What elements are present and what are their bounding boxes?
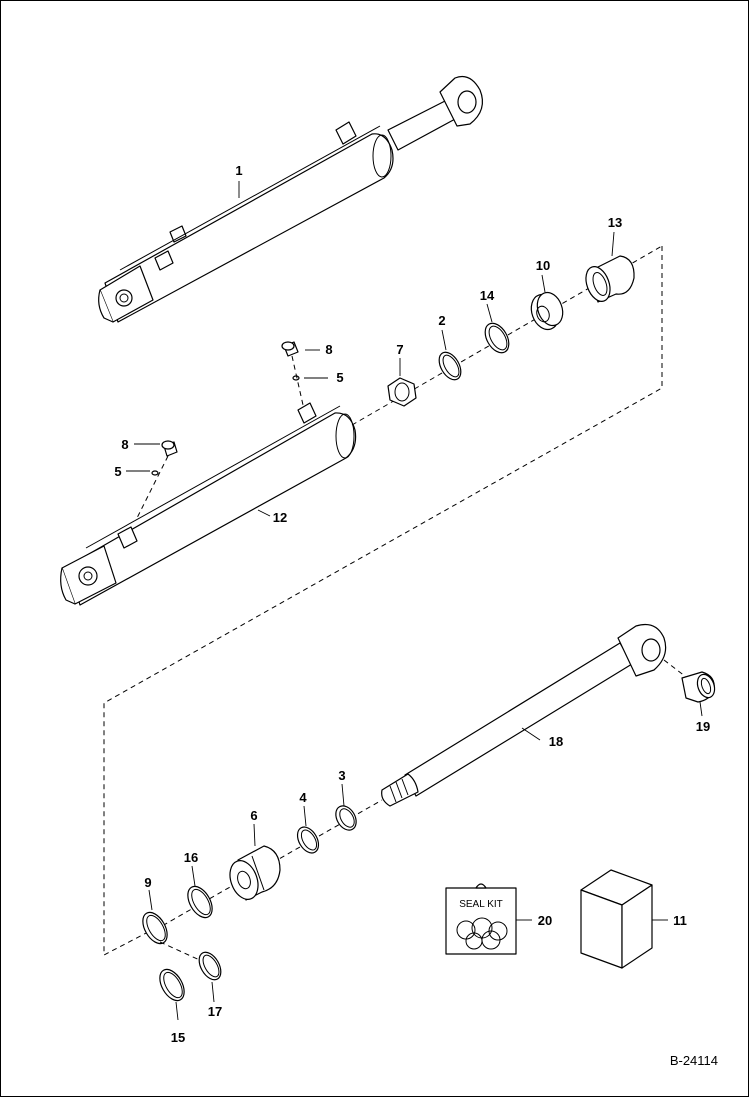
callout-1: 1 [235,163,242,178]
part-7-nut [387,377,417,407]
callout-16: 16 [184,850,198,865]
fitting-alignment-line-upper [291,355,304,406]
callout-5-upper: 5 [336,370,343,385]
callout-11: 11 [673,913,687,928]
callout-14: 14 [480,288,495,303]
callout-8-lower: 8 [121,437,128,452]
part-10-wiper-seal [530,291,564,331]
callout-8-upper: 8 [325,342,332,357]
ring-axis-line [159,941,205,963]
part-14-ring [484,322,510,354]
part-13-bushing [585,255,635,303]
part-6-piston [229,845,281,901]
callout-15: 15 [171,1030,185,1045]
fitting-alignment-line-lower [135,455,169,521]
seal-kit-label: SEAL KIT [459,899,503,910]
part-19-rod-bushing [681,671,716,703]
callout-4: 4 [299,790,307,805]
part-20-seal-kit: SEAL KIT [445,883,517,955]
part-9-ring [142,911,168,945]
part-15-ring [159,968,185,1002]
callout-9: 9 [144,875,151,890]
callout-10: 10 [536,258,550,273]
callout-13: 13 [608,215,622,230]
part-12-barrel [60,402,357,606]
part-18-rod [381,623,667,807]
callout-12: 12 [273,510,287,525]
part-3-ring [335,805,357,831]
part-1-cylinder-assembly [98,75,483,323]
part-8-fitting-cap-upper [281,341,299,357]
part-5-seal-dot-lower [151,470,159,476]
callout-19: 19 [696,719,710,734]
callout-17: 17 [208,1004,222,1019]
part-5-seal-dot-upper [292,375,300,381]
callout-20: 20 [538,913,552,928]
part-4-ring [296,826,320,854]
callout-18: 18 [549,734,563,749]
part-17-ring [198,951,222,981]
callout-3: 3 [338,768,345,783]
part-16-ring [187,885,213,919]
exploded-view-boundary [103,246,663,956]
callout-6: 6 [250,808,257,823]
reference-code: B-24114 [670,1053,718,1068]
part-11-box [580,869,653,969]
leader-lines [126,181,703,1021]
callout-7: 7 [396,342,403,357]
part-2-ring [438,351,462,381]
callout-5-lower: 5 [114,464,121,479]
callout-2: 2 [438,313,445,328]
part-8-fitting-cap-lower [161,440,178,457]
